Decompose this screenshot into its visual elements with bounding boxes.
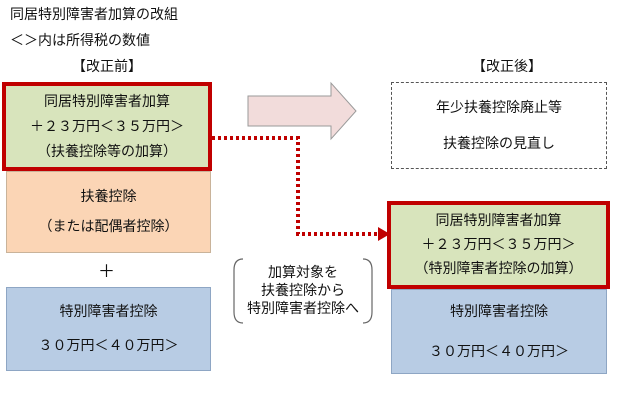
callout-line-3: 特別障害者控除へ [247,301,359,317]
after-addition-box: 同居特別障害者加算 ＋２３万円＜３５万円＞ （特別障害者控除の加算） [387,201,610,289]
after-header: 【改正後】 [472,59,542,75]
callout-right-bracket [362,258,373,324]
after-addition-amount: ＋２３万円＜３５万円＞ [421,237,576,253]
right-block-arrow [247,81,357,141]
after-special-title: 特別障害者控除 [450,303,548,320]
after-youth-note: 扶養控除の見直し [443,135,555,152]
before-dependent-box: 扶養控除 （または配偶者控除） [6,171,211,253]
callout-box: 加算対象を 扶養控除から 特別障害者控除へ [236,258,370,324]
callout-line-1: 加算対象を [268,265,338,281]
note-text: ＜＞内は所得税の数値 [10,33,150,49]
page-title: 同居特別障害者加算の改組 [10,7,178,23]
before-dependent-note: （または配偶者控除） [38,219,179,235]
callout-line-2: 扶養控除から [261,283,345,299]
red-arrowhead [378,227,390,241]
before-dependent-title: 扶養控除 [80,189,137,205]
after-addition-title: 同居特別障害者加算 [435,213,562,229]
after-youth-title: 年少扶養控除廃止等 [436,99,562,116]
after-special-box: 特別障害者控除 ３０万円＜４０万円＞ [391,289,607,374]
before-addition-amount: ＋２３万円＜３５万円＞ [30,118,184,135]
before-header: 【改正前】 [72,59,142,75]
before-addition-note: （扶養控除等の加算） [37,143,177,160]
after-addition-note: （特別障害者控除の加算） [414,261,583,277]
red-dotted-connector [212,136,378,236]
before-special-amount: ３０万円＜４０万円＞ [38,338,179,354]
before-addition-box: 同居特別障害者加算 ＋２３万円＜３５万円＞ （扶養控除等の加算） [2,82,212,171]
before-addition-title: 同居特別障害者加算 [44,93,170,110]
callout-left-bracket [233,258,244,324]
plus-sign: ＋ [98,262,115,282]
before-special-box: 特別障害者控除 ３０万円＜４０万円＞ [6,287,211,371]
after-special-amount: ３０万円＜４０万円＞ [429,343,569,360]
before-special-title: 特別障害者控除 [59,304,158,320]
after-youth-box: 年少扶養控除廃止等 扶養控除の見直し [391,82,607,169]
